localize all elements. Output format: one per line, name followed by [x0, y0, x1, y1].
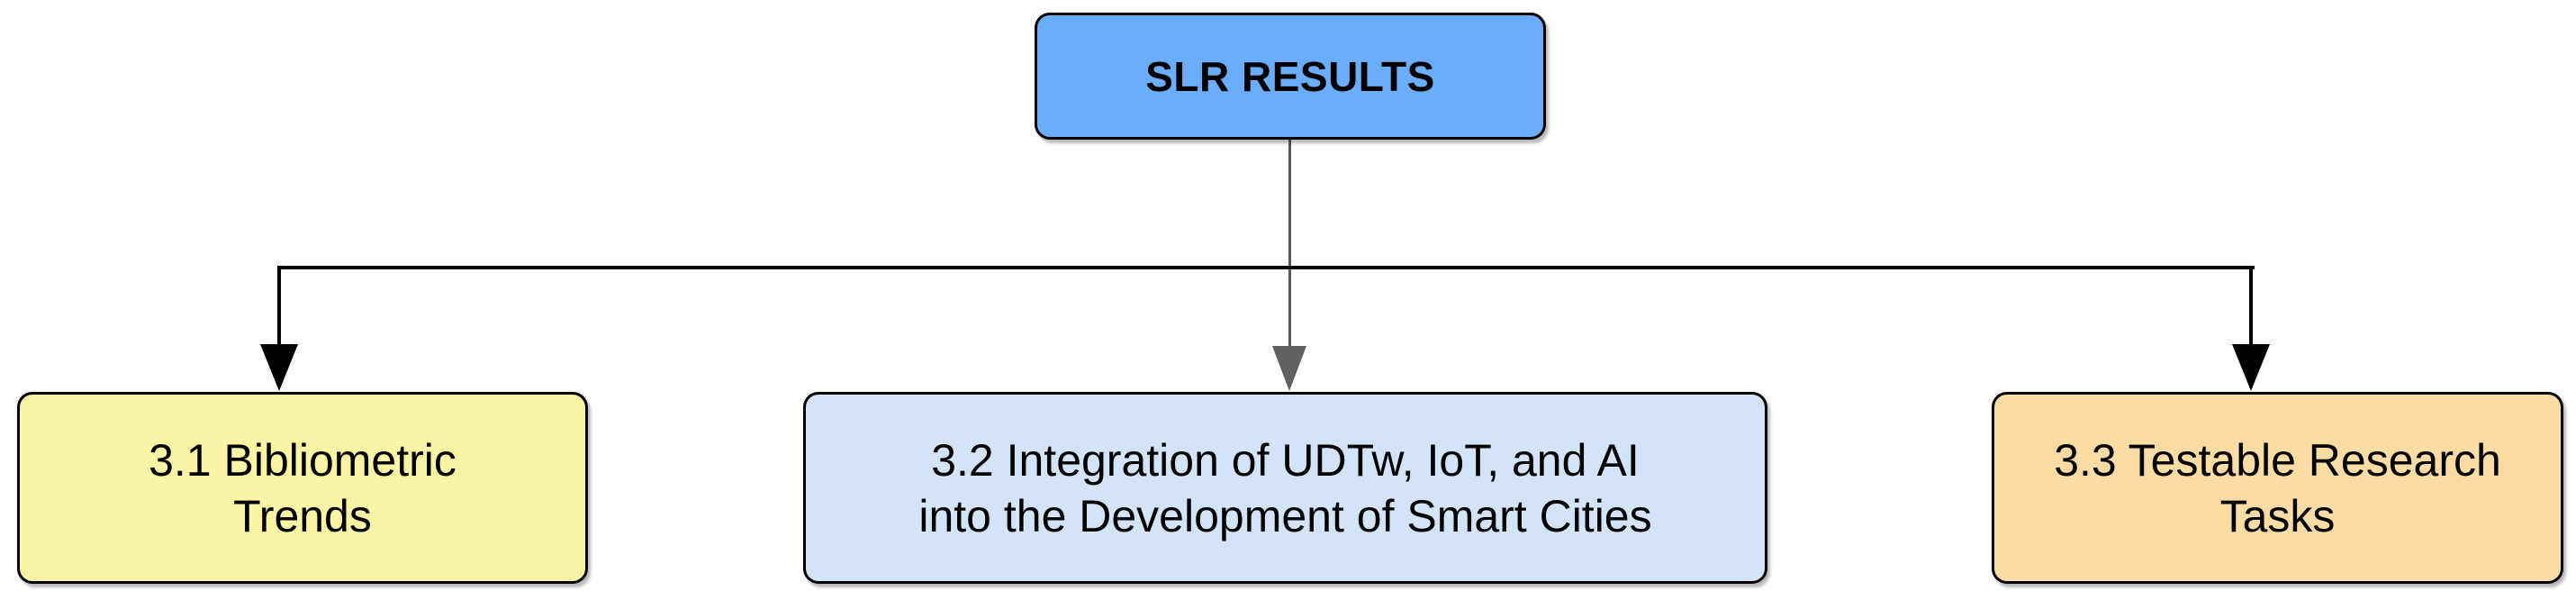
trunk-connector-line [1288, 140, 1291, 347]
left-branch-drop-line [277, 266, 281, 347]
node-integration-udtw-iot-ai: 3.2 Integration of UDTw, IoT, and AI int… [803, 392, 1767, 584]
arrow-down-icon [1272, 346, 1306, 391]
right-branch-drop-line [2249, 266, 2253, 347]
arrow-down-icon [260, 344, 298, 391]
node-slr-results: SLR RESULTS [1035, 13, 1546, 140]
horizontal-branch-line [277, 266, 2255, 269]
arrow-down-icon [2232, 344, 2270, 391]
node-testable-research-tasks: 3.3 Testable Research Tasks [1992, 392, 2563, 584]
node-bibliometric-trends: 3.1 Bibliometric Trends [17, 392, 588, 584]
